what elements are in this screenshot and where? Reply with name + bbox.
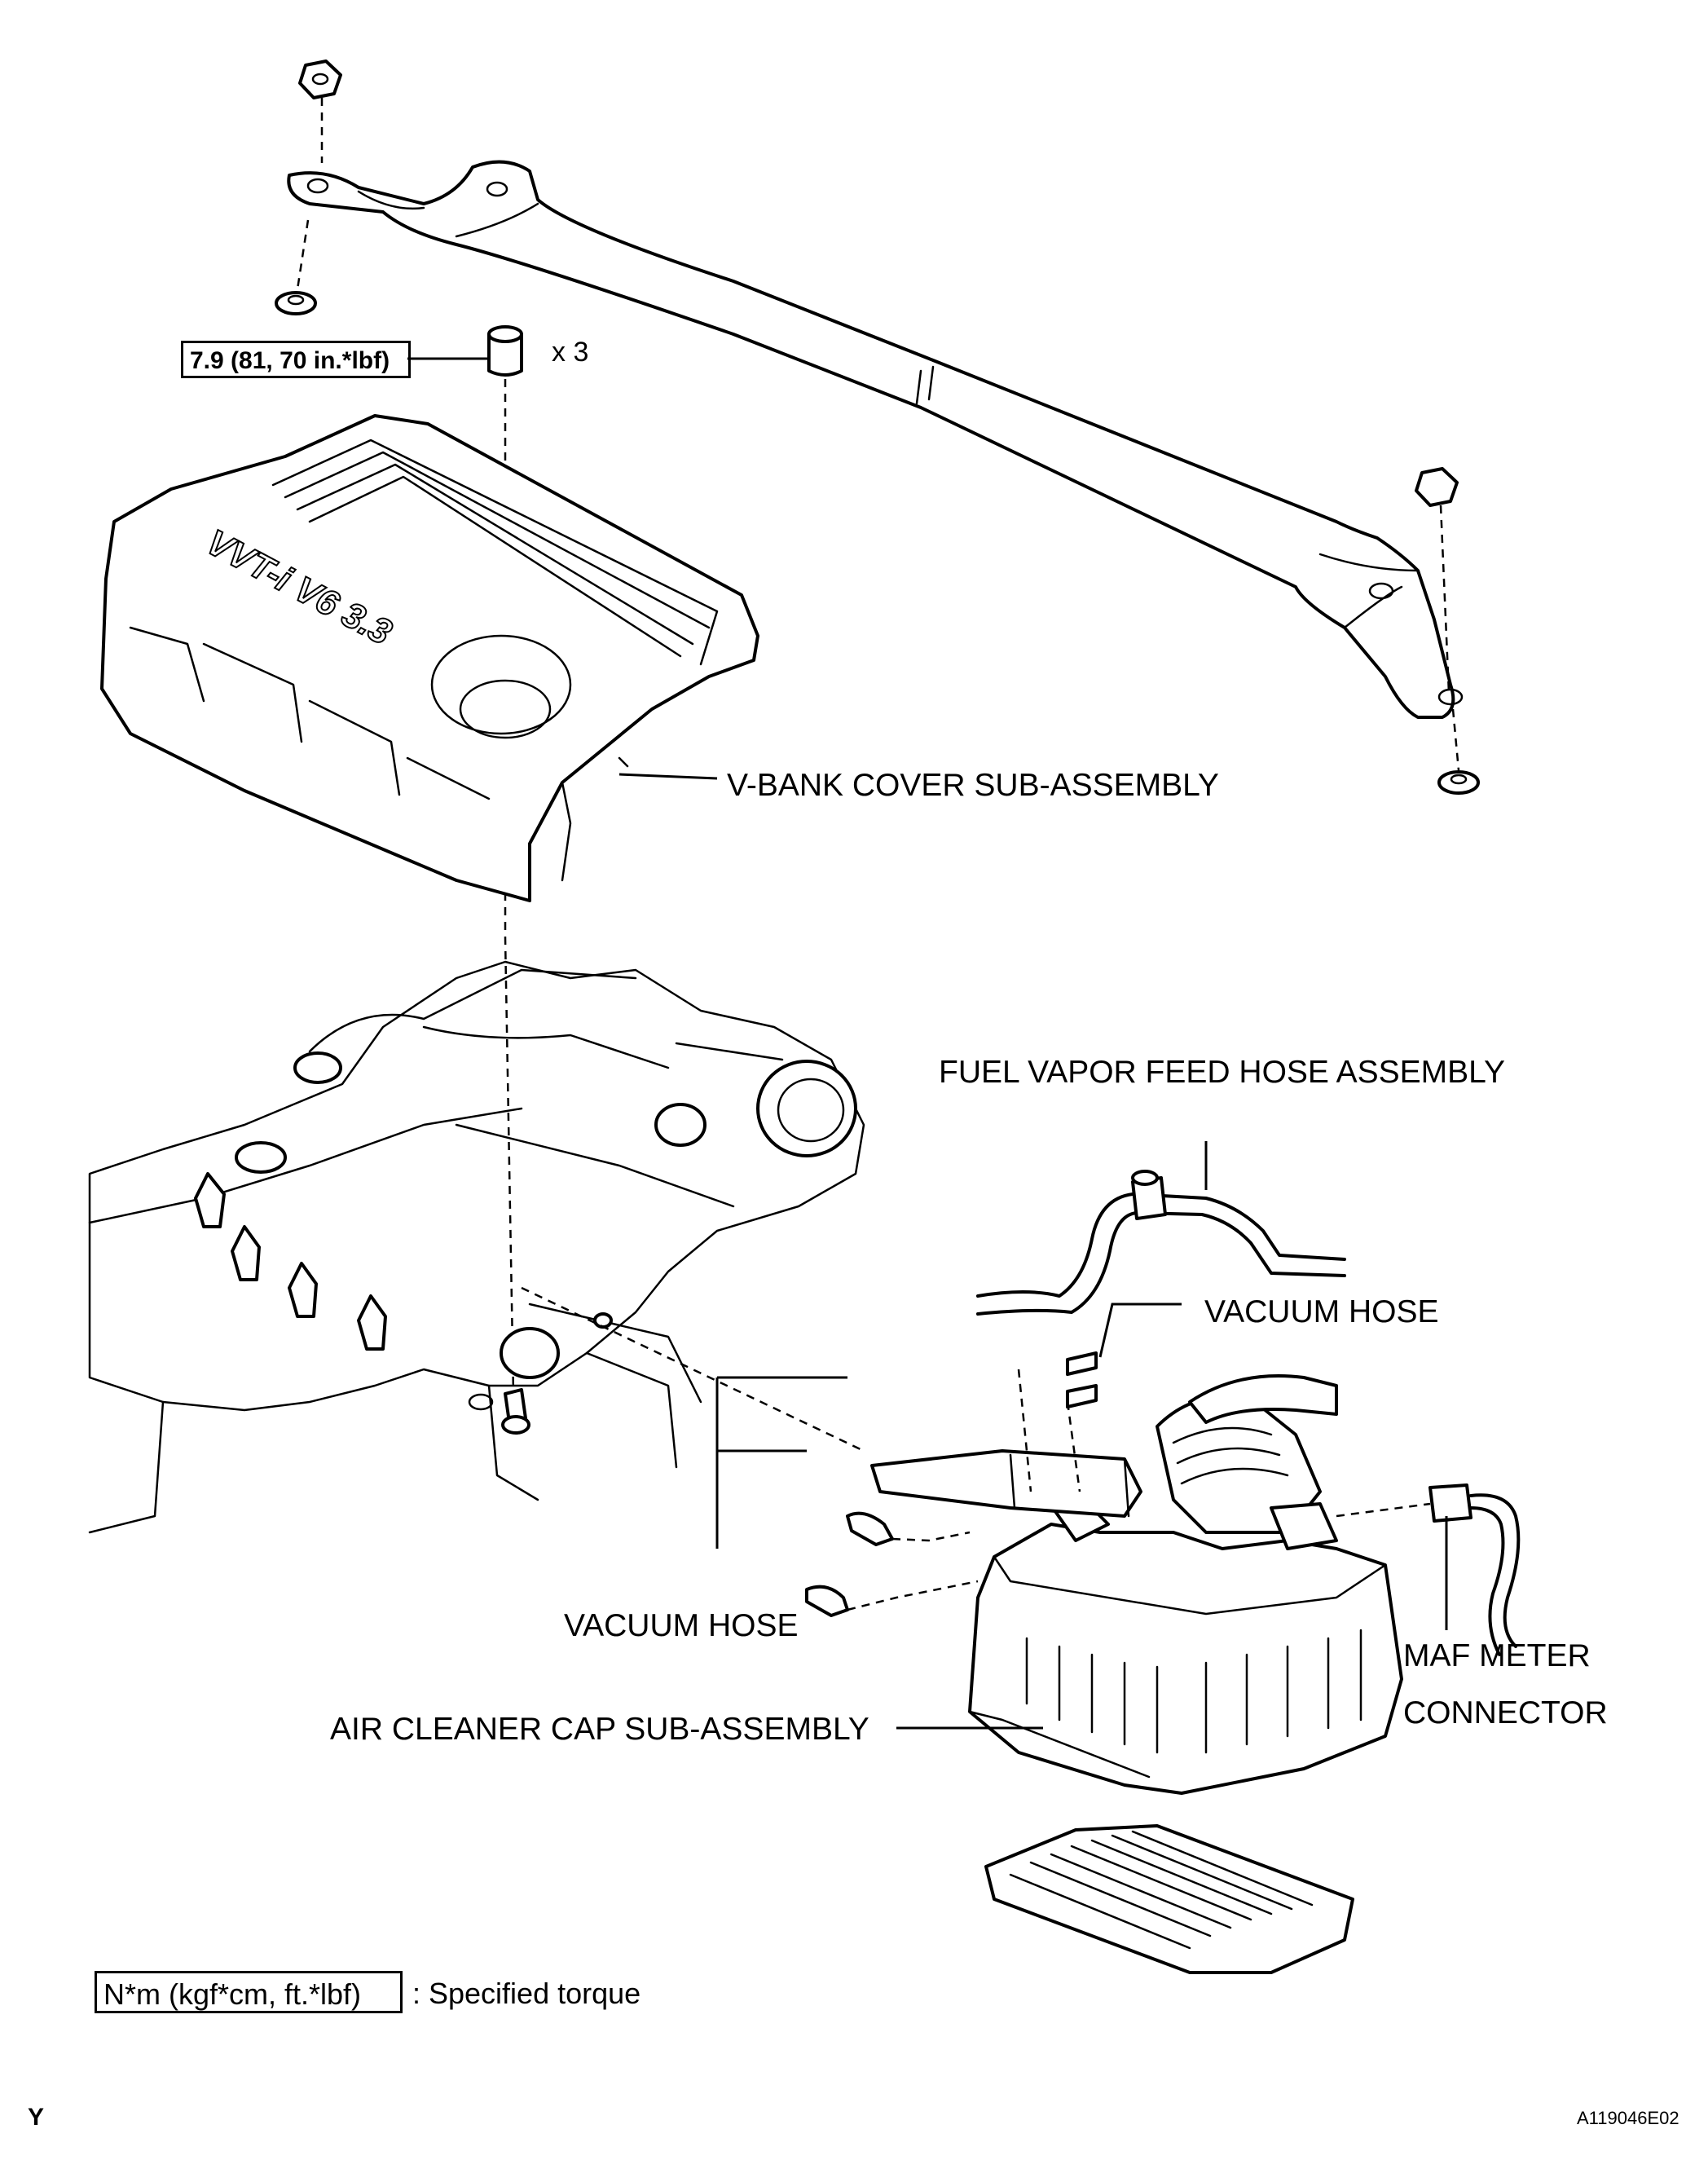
footer-code-right: A119046E02 bbox=[1577, 2108, 1679, 2128]
label-vacuum-hose-top: VACUUM HOSE bbox=[1204, 1294, 1439, 1329]
label-maf-meter-line2: CONNECTOR bbox=[1403, 1695, 1608, 1730]
torque-quantity: x 3 bbox=[552, 337, 589, 368]
v-bank-cover bbox=[100, 414, 759, 902]
fuel-vapor-hose bbox=[976, 1170, 1346, 1316]
vacuum-hose-pieces-bottom bbox=[805, 1511, 894, 1617]
leader-lines bbox=[407, 357, 1448, 1730]
torque-spec-box: 7.9 (81, 70 in.*lbf) bbox=[181, 341, 411, 378]
label-air-cleaner-cap: AIR CLEANER CAP SUB-ASSEMBLY bbox=[330, 1712, 869, 1747]
engine-assembly bbox=[88, 960, 865, 1534]
legend-description: : Specified torque bbox=[412, 1977, 641, 2010]
label-maf-meter-line1: MAF METER bbox=[1403, 1638, 1591, 1673]
fasteners bbox=[275, 60, 1480, 795]
footer-code-left: Y bbox=[28, 2104, 45, 2131]
legend-torque-box: N*m (kgf*cm, ft.*lbf) bbox=[95, 1971, 403, 2013]
air-cleaner-cap bbox=[870, 1374, 1403, 1795]
label-vacuum-hose-bottom: VACUUM HOSE bbox=[564, 1608, 799, 1643]
legend-torque-units: N*m (kgf*cm, ft.*lbf) bbox=[103, 1977, 362, 2011]
vacuum-hose-pieces-top bbox=[1066, 1351, 1098, 1408]
label-fuel-vapor-feed-hose: FUEL VAPOR FEED HOSE ASSEMBLY bbox=[939, 1055, 1505, 1090]
maf-meter-connector bbox=[1428, 1483, 1521, 1656]
torque-spec-value: 7.9 (81, 70 in.*lbf) bbox=[190, 347, 390, 374]
suspension-brace bbox=[287, 160, 1464, 719]
air-filter-element bbox=[984, 1824, 1354, 1974]
label-v-bank-cover: V-BANK COVER SUB-ASSEMBLY bbox=[727, 768, 1219, 803]
